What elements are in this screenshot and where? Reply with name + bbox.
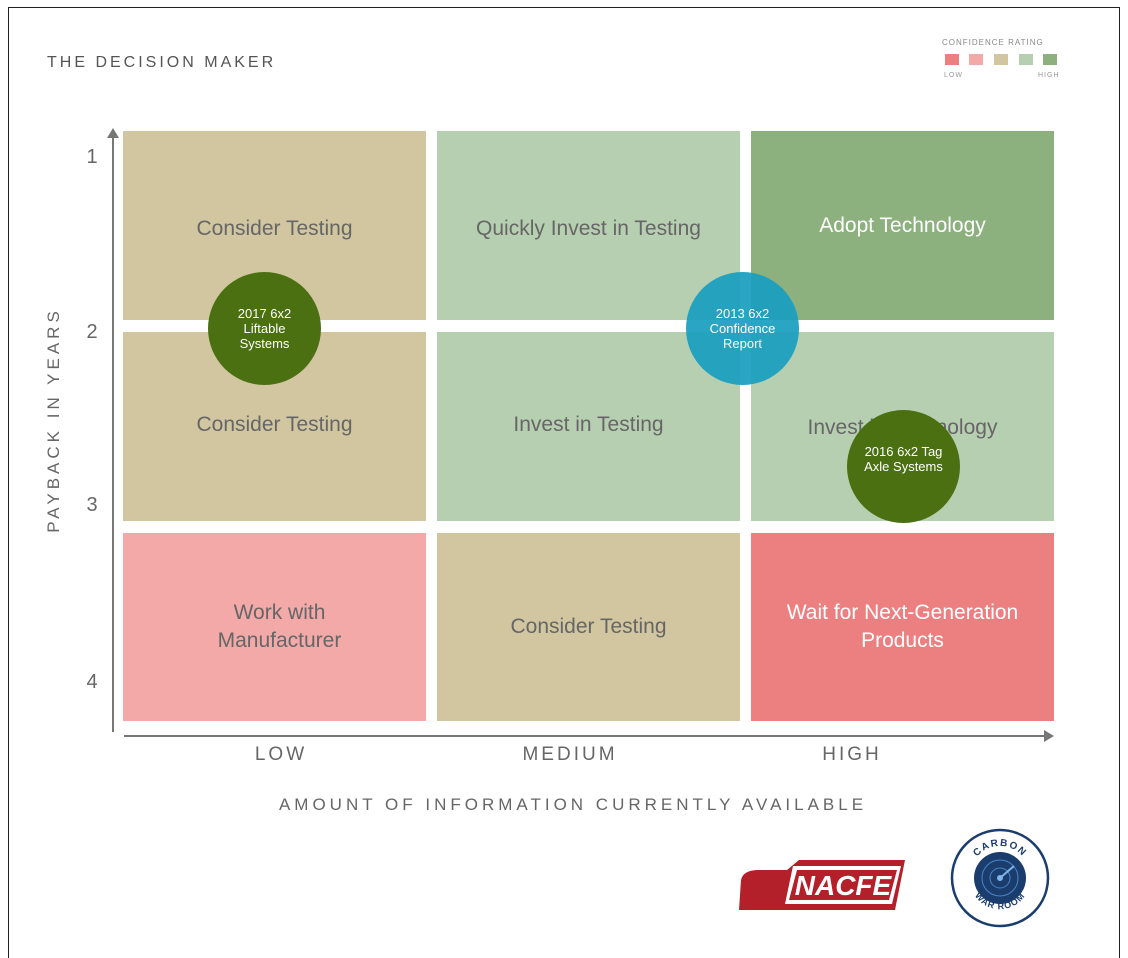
- confidence-swatch-4: [1019, 54, 1033, 65]
- cell-low-bottom: Work with Manufacturer: [123, 533, 426, 721]
- cell-medium-mid: Invest in Testing: [437, 332, 740, 521]
- bubble-tag-axle-systems-label: 2016 6x2 Tag Axle Systems: [864, 443, 943, 474]
- cell-medium-top-label: Quickly Invest in Testing: [476, 216, 701, 240]
- x-tick-low: LOW: [254, 744, 308, 765]
- cell-low-mid-label: Consider Testing: [196, 412, 353, 436]
- cell-medium-bottom-label: Consider Testing: [510, 615, 667, 638]
- cell-low-bottom-label: Work with Manufacturer: [217, 601, 342, 652]
- confidence-swatch-5: [1043, 54, 1057, 65]
- page-frame: [8, 7, 1120, 958]
- confidence-low-label: LOW: [944, 72, 963, 79]
- nacfe-logo: NACFE: [739, 860, 905, 910]
- confidence-high-label: HIGH: [1038, 72, 1060, 79]
- cell-low-mid: Consider Testing: [123, 332, 426, 521]
- cell-medium-top: Quickly Invest in Testing: [437, 131, 740, 320]
- y-axis-label: PAYBACK IN YEARS: [44, 307, 63, 533]
- cell-high-bottom: Wait for Next-Generation Products: [751, 533, 1054, 721]
- cell-high-top-label: Adopt Technology: [819, 213, 986, 237]
- y-axis-line: [112, 136, 114, 732]
- cell-high-bottom-label: Wait for Next-Generation Products: [786, 601, 1019, 652]
- y-tick-2: 2: [86, 321, 98, 343]
- x-tick-high: HIGH: [822, 744, 882, 765]
- bubble-liftable-systems: 2017 6x2 Liftable Systems: [208, 272, 321, 385]
- nacfe-logo-text: NACFE: [795, 870, 893, 901]
- confidence-swatch-2: [969, 54, 983, 65]
- y-tick-4: 4: [86, 671, 98, 693]
- bubble-confidence-report-label: 2013 6x2 Confidence Report: [709, 306, 776, 351]
- carbon-war-room-logo: CARBON WAR ROOM: [950, 828, 1050, 928]
- x-tick-medium: MEDIUM: [522, 744, 618, 765]
- confidence-legend-title: CONFIDENCE RATING: [942, 38, 1044, 47]
- cell-low-top-label: Consider Testing: [196, 216, 353, 240]
- page-title: THE DECISION MAKER: [47, 54, 277, 71]
- x-axis-label: AMOUNT OF INFORMATION CURRENTLY AVAILABL…: [278, 795, 868, 814]
- bubble-confidence-report: 2013 6x2 Confidence Report: [686, 272, 799, 385]
- bubble-tag-axle-systems: 2016 6x2 Tag Axle Systems: [847, 410, 960, 523]
- cell-medium-mid-label: Invest in Testing: [513, 412, 664, 436]
- x-axis-arrow: [1044, 730, 1054, 742]
- y-tick-1: 1: [86, 146, 98, 168]
- confidence-swatch-3: [994, 54, 1008, 65]
- cell-medium-bottom: Consider Testing: [437, 533, 740, 721]
- y-axis-arrow: [107, 128, 119, 138]
- confidence-swatch-1: [945, 54, 959, 65]
- y-tick-3: 3: [86, 494, 98, 516]
- bubble-liftable-systems-label: 2017 6x2 Liftable Systems: [237, 306, 292, 351]
- x-axis-line: [124, 735, 1046, 737]
- cell-high-top: Adopt Technology: [751, 131, 1054, 320]
